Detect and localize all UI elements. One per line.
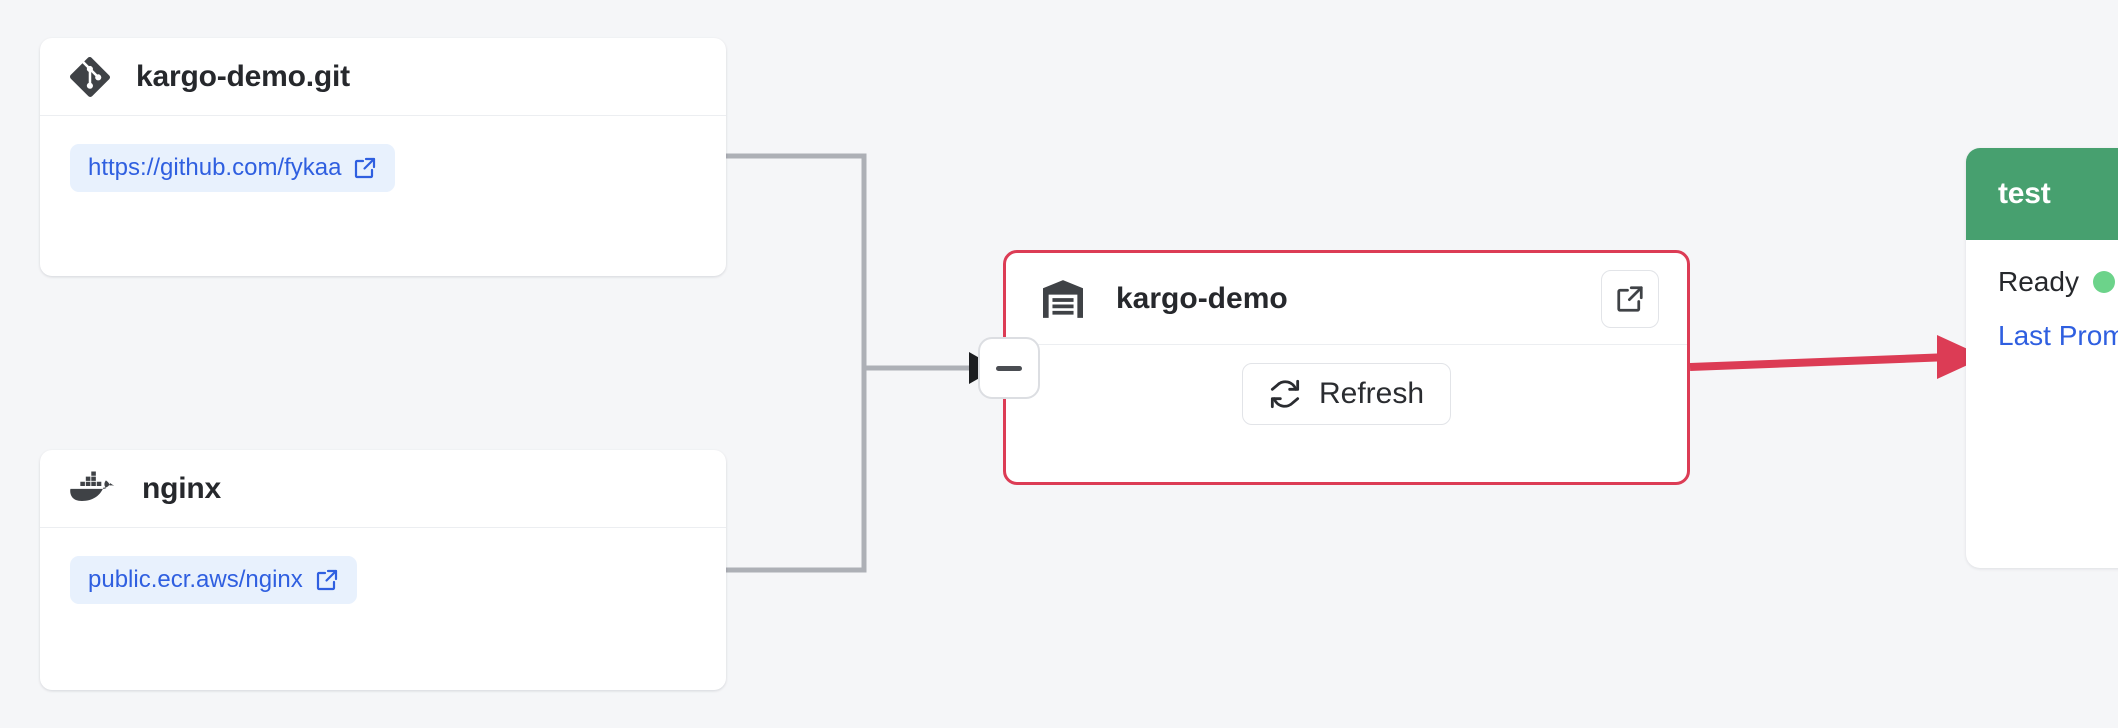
edge-repo-to-warehouse [726,153,867,368]
container-image-card-header: nginx [40,450,726,528]
stage-body: Ready Last Prom [1966,240,2118,378]
external-link-icon [353,156,377,180]
external-link-icon [1615,284,1645,314]
refresh-button-label: Refresh [1318,377,1425,410]
external-link-icon [315,568,339,592]
container-image-url-chip[interactable]: public.ecr.aws/nginx [70,556,357,604]
edge-arrowhead-stage [1937,335,1985,379]
warehouse-title: kargo-demo [1116,281,1288,315]
repository-url-chip[interactable]: https://github.com/fykaa [70,144,396,192]
container-image-url-label: public.ecr.aws/nginx [88,566,303,593]
minus-icon [996,365,1022,371]
warehouse-node[interactable]: kargo-demo [1003,250,1690,485]
repository-card-body: https://github.com/fykaa [40,116,726,220]
edge-image-to-warehouse [726,368,867,573]
stage-status-label: Ready [1998,266,2079,297]
stage-name: test [1998,177,2051,210]
stage-node-test[interactable]: test Ready Last Prom [1966,148,2118,568]
refresh-button[interactable]: Refresh [1241,363,1452,425]
repository-url-label: https://github.com/fykaa [88,154,342,181]
collapse-toggle-button[interactable] [978,337,1040,399]
status-dot-icon [2092,271,2115,293]
container-image-card-body: public.ecr.aws/nginx [40,528,726,632]
container-image-card[interactable]: nginx public.ecr.aws/nginx [40,450,726,690]
edge-warehouse-to-stage [1689,353,1951,371]
repository-card-header: kargo-demo.git [40,38,726,116]
repository-card[interactable]: kargo-demo.git https://github.com/fykaa [40,38,726,276]
sync-icon [1269,378,1301,410]
warehouse-icon [1040,279,1086,319]
last-promoted-link[interactable]: Last Prom [1998,320,2118,351]
stage-header: test [1966,148,2118,240]
warehouse-header: kargo-demo [1006,253,1687,345]
warehouse-body: Refresh [1006,345,1687,443]
warehouse-open-external-button[interactable] [1601,269,1659,328]
stage-status-row: Ready [1998,266,2118,298]
repository-card-title: kargo-demo.git [136,59,350,93]
container-image-card-title: nginx [142,471,221,505]
docker-icon [70,470,116,508]
git-icon [70,56,110,97]
